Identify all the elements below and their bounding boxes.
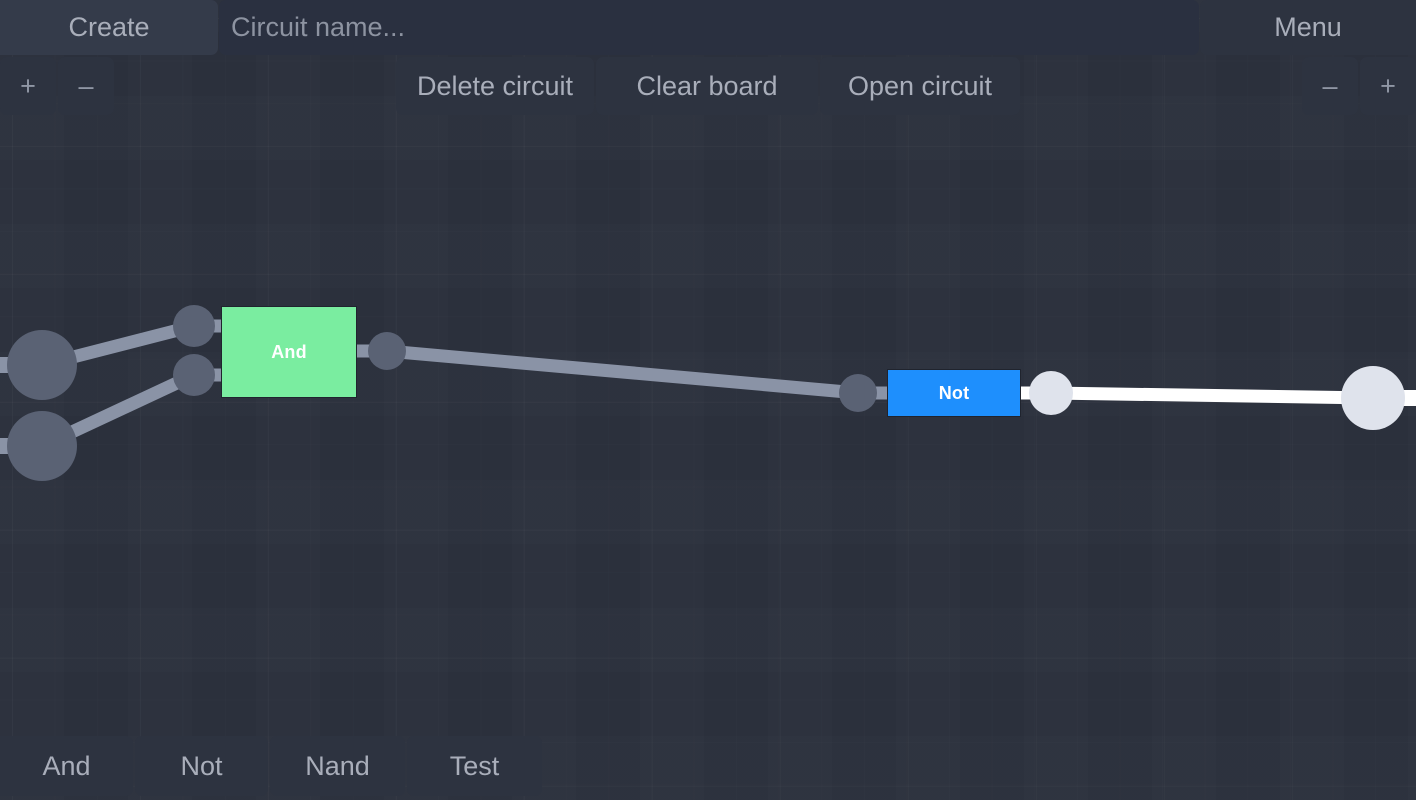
port-node[interactable] [1341, 366, 1405, 430]
zoom-controls-left: + – [0, 57, 114, 115]
open-circuit-button[interactable]: Open circuit [820, 57, 1020, 115]
zoom-in-button-right[interactable]: + [1360, 57, 1416, 115]
zoom-in-button-left[interactable]: + [0, 57, 56, 115]
port-node[interactable] [839, 374, 877, 412]
zoom-controls-right: – + [1302, 57, 1416, 115]
zoom-out-button-right[interactable]: – [1302, 57, 1358, 115]
port-node[interactable] [173, 354, 215, 396]
port-node[interactable] [7, 411, 77, 481]
gate-palette-toolbar: And Not Nand Test [0, 736, 542, 796]
clear-board-button[interactable]: Clear board [596, 57, 818, 115]
palette-item-not[interactable]: Not [135, 736, 268, 796]
port-node[interactable] [368, 332, 406, 370]
port-node[interactable] [1029, 371, 1073, 415]
menu-button[interactable]: Menu [1200, 0, 1416, 55]
palette-item-nand[interactable]: Nand [270, 736, 405, 796]
toolbar-spacer-right [1020, 57, 1302, 115]
palette-item-and[interactable]: And [0, 736, 133, 796]
port-node[interactable] [173, 305, 215, 347]
toolbar-spacer-left [114, 57, 396, 115]
create-button[interactable]: Create [0, 0, 218, 55]
top-toolbar-primary: Create Menu [0, 0, 1416, 55]
circuit-name-input[interactable] [219, 0, 1199, 55]
circuit-actions-group: Delete circuit Clear board Open circuit [396, 57, 1020, 115]
top-toolbar-secondary: + – Delete circuit Clear board Open circ… [0, 57, 1416, 115]
gate-and[interactable]: And [221, 306, 357, 398]
port-node[interactable] [7, 330, 77, 400]
palette-item-test[interactable]: Test [407, 736, 542, 796]
delete-circuit-button[interactable]: Delete circuit [396, 57, 594, 115]
zoom-out-button-left[interactable]: – [58, 57, 114, 115]
gate-not[interactable]: Not [887, 369, 1021, 417]
